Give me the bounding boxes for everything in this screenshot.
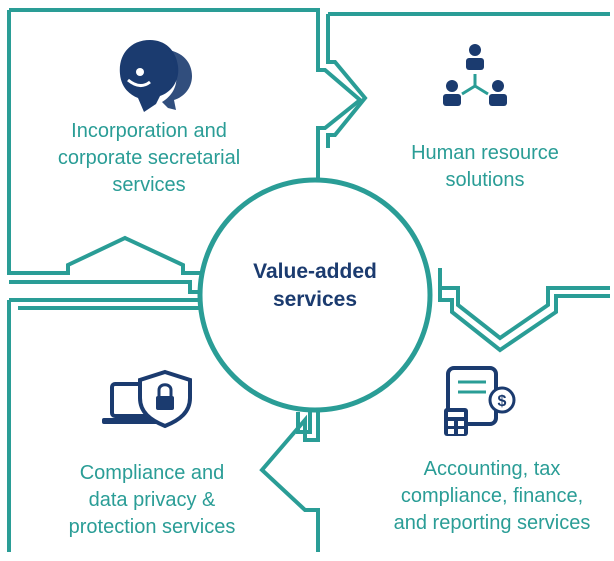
frame-bottom — [259, 412, 320, 552]
hr-label-line-1: Human resource — [411, 142, 559, 164]
compliance-label-line-1: Compliance and — [79, 462, 225, 484]
hr-label-line-2: solutions — [445, 169, 525, 191]
svg-text:$: $ — [498, 393, 507, 410]
center-title-line-2: services — [272, 288, 358, 311]
incorporation-label-line-3: services — [112, 174, 186, 196]
center-circle — [197, 177, 433, 413]
incorporation-label-line-2: corporate secretarial — [57, 147, 241, 169]
frame-top-right — [326, 12, 610, 148]
accounting-label: Accounting, tax compliance, finance, and… — [374, 456, 610, 537]
team-hierarchy-icon — [443, 44, 507, 106]
center-title: Value-added services — [200, 258, 430, 314]
hr-label: Human resource solutions — [375, 140, 595, 194]
accounting-label-line-1: Accounting, tax — [423, 458, 561, 480]
compliance-label: Compliance and data privacy & protection… — [40, 460, 264, 541]
accounting-label-line-2: compliance, finance, — [400, 485, 584, 507]
compliance-label-line-2: data privacy & — [88, 489, 216, 511]
center-title-line-1: Value-added — [253, 260, 377, 283]
customer-support-heads-icon — [119, 40, 192, 112]
laptop-shield-lock-icon — [102, 369, 192, 429]
incorporation-label: Incorporation and corporate secretarial … — [20, 118, 278, 199]
compliance-label-line-3: protection services — [68, 516, 236, 538]
accounting-label-line-3: and reporting services — [393, 512, 591, 534]
calculator-document-dollar-icon: $ — [444, 366, 516, 436]
frame-right — [438, 268, 610, 353]
incorporation-label-line-1: Incorporation and — [71, 120, 227, 142]
